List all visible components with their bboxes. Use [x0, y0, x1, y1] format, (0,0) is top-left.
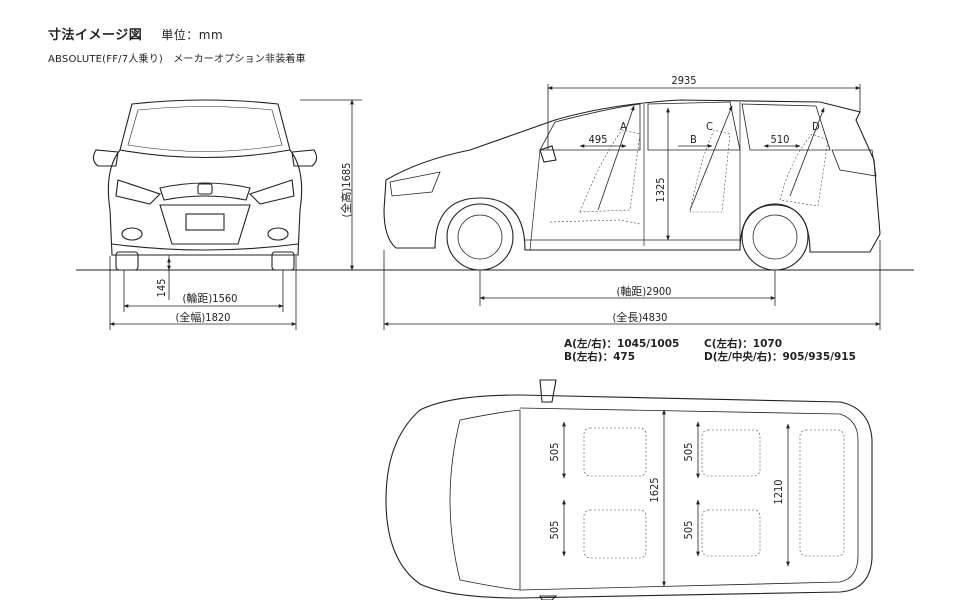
unit-label: 単位：mm [161, 28, 224, 42]
header: 寸法イメージ図 単位：mm ABSOLUTE(FF/7人乗り) メーカーオプショ… [48, 24, 306, 65]
tread-label: (輪距)1560 [183, 291, 238, 305]
legend-c: C(左右)：1070 [704, 338, 783, 350]
side-view-seats [549, 129, 829, 225]
page-subtitle: ABSOLUTE(FF/7人乗り) メーカーオプション非装着車 [48, 54, 306, 65]
dim-505-2-label: 505 [548, 521, 561, 540]
dim-1325-label: 1325 [654, 177, 667, 202]
top-view-car [385, 379, 873, 600]
legend-left: A(左/右)：1045/1005 B(左右)：475 [564, 338, 679, 364]
top-view-seats [583, 427, 845, 559]
label-b: B [690, 133, 697, 146]
side-view-car [383, 99, 881, 271]
front-view-car [92, 99, 318, 271]
legend-d: D(左/中央/右)：905/935/915 [704, 351, 856, 363]
legend-a: A(左/右)：1045/1005 [564, 338, 680, 350]
cabin-length-label: 2935 [671, 74, 696, 87]
dim-505-4-label: 505 [682, 521, 695, 540]
top-dimensions [562, 409, 790, 587]
dim-505-1-label: 505 [548, 443, 561, 462]
legend-b: B(左右)：475 [564, 351, 636, 363]
dim-505-3-label: 505 [682, 443, 695, 462]
ground-clearance-label: 145 [155, 279, 168, 298]
dim-1625-label: 1625 [648, 477, 661, 502]
label-a: A [620, 120, 627, 133]
wheelbase-label: (軸距)2900 [617, 284, 672, 298]
dim-1210-label: 1210 [772, 479, 785, 504]
title-row: 寸法イメージ図 単位：mm [48, 24, 306, 43]
side-dimensions [383, 84, 881, 330]
width-label: (全幅)1820 [176, 310, 231, 324]
legend-right: C(左右)：1070 D(左/中央/右)：905/935/915 [704, 338, 856, 364]
label-c: C [706, 120, 713, 133]
page-title: 寸法イメージ図 [48, 28, 143, 43]
label-d: D [812, 120, 820, 133]
dim-510-label: 510 [771, 133, 790, 146]
length-label: (全長)4830 [613, 310, 668, 324]
front-height-label: (全高)1685 [339, 163, 353, 218]
dim-495-label: 495 [589, 133, 608, 146]
front-dimensions [109, 99, 362, 330]
